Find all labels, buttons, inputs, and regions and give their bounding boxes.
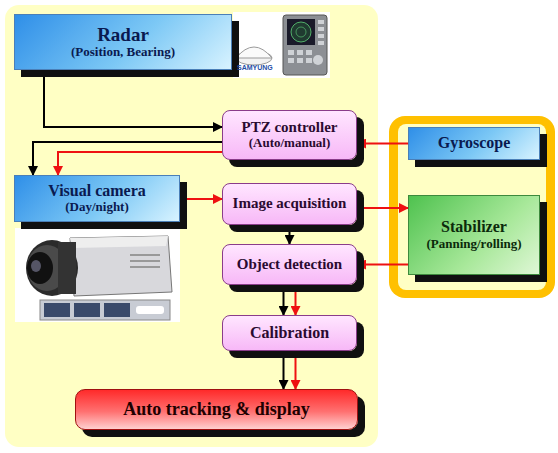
node-title: Visual camera	[48, 182, 146, 200]
flow-arrow	[357, 207, 408, 209]
node-title: Calibration	[250, 324, 329, 342]
sensor-panel-inner	[398, 124, 546, 290]
flow-arrow	[44, 70, 222, 127]
flow-arrow	[357, 143, 408, 145]
flow-arrow	[357, 264, 408, 266]
flow-arrow	[289, 225, 291, 244]
node-title: PTZ controller	[242, 119, 338, 136]
flow-arrow	[295, 351, 297, 389]
node-title: Gyroscope	[438, 134, 511, 152]
process-box: Image acquisition	[222, 183, 357, 225]
output-box: Auto tracking & display	[75, 389, 358, 430]
node-title: Auto tracking & display	[123, 399, 310, 420]
node-title: Object detection	[237, 256, 342, 273]
process-box: PTZ controller(Auto/manual)	[222, 110, 357, 160]
flow-arrow	[58, 152, 222, 175]
camera-picture	[15, 228, 180, 322]
main-panel	[5, 5, 378, 447]
flow-arrow	[295, 285, 297, 315]
node-subtitle: (Day/night)	[65, 200, 129, 215]
flow-arrow	[283, 285, 285, 315]
flow-arrow	[33, 142, 222, 175]
node-title: Image acquisition	[233, 195, 347, 212]
node-subtitle: (Panning/rolling)	[426, 237, 521, 252]
process-box: Object detection	[222, 244, 357, 285]
brand-label: SAMYUNG	[237, 64, 273, 71]
sensor-box: Visual camera(Day/night)	[14, 175, 180, 222]
node-title: Radar	[97, 24, 149, 46]
process-box: Calibration	[222, 315, 357, 351]
sensor-panel	[389, 116, 555, 298]
sensor-box: Gyroscope	[408, 127, 540, 160]
sensor-box: Radar(Position, Bearing)	[14, 14, 232, 70]
process-box: Stabilizer(Panning/rolling)	[408, 195, 540, 275]
flow-arrow	[180, 198, 222, 200]
node-subtitle: (Position, Bearing)	[71, 45, 175, 60]
radar-picture	[233, 12, 330, 78]
node-title: Stabilizer	[441, 218, 507, 236]
node-subtitle: (Auto/manual)	[249, 136, 331, 151]
flow-arrow	[283, 351, 285, 389]
